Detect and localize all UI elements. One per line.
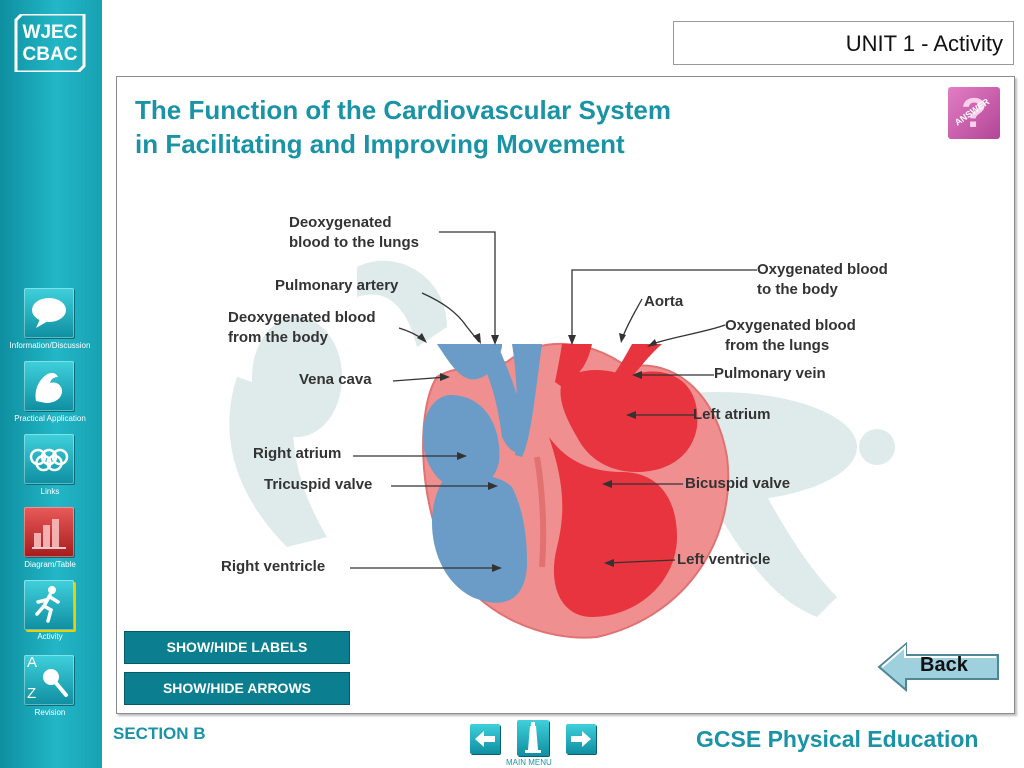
title-line1: The Function of the Cardiovascular Syste… xyxy=(135,95,671,125)
nav-label-links: Links xyxy=(40,487,60,496)
nav-diagram-table[interactable] xyxy=(24,507,74,557)
label-line: blood to the lungs xyxy=(289,234,419,251)
logo-line2: CBAC xyxy=(22,44,78,65)
septum xyxy=(534,456,547,568)
answer-button[interactable]: ? ANSWER xyxy=(948,87,1000,139)
label-line: Oxygenated blood xyxy=(757,261,888,278)
oxygenated-chambers xyxy=(549,344,698,617)
label-vena-cava: Vena cava xyxy=(299,371,372,388)
nav-label-information: Information/Discussion xyxy=(9,341,91,350)
nav-label-activity: Activity xyxy=(37,632,63,641)
label-left-ventricle: Left ventricle xyxy=(677,551,771,568)
label-pulmonary-vein: Pulmonary vein xyxy=(714,365,826,382)
az-magnifier-icon xyxy=(43,669,68,697)
label-right-ventricle: Right ventricle xyxy=(221,558,326,575)
nav-label-revision: Revision xyxy=(34,708,66,717)
question-mark-icon: ? xyxy=(961,89,987,136)
label-tricuspid-valve: Tricuspid valve xyxy=(264,476,373,493)
label-line: from the lungs xyxy=(725,337,830,354)
sidebar: WJEC CBAC Information/Discussion Practic… xyxy=(0,0,102,768)
revision-letter-a: A xyxy=(27,654,38,671)
show-hide-labels-button[interactable]: SHOW/HIDE LABELS xyxy=(124,631,350,664)
label-line: Oxygenated blood xyxy=(725,317,856,334)
label-aorta: Aorta xyxy=(644,293,684,310)
label-line: from the body xyxy=(228,329,328,346)
show-hide-arrows-button[interactable]: SHOW/HIDE ARROWS xyxy=(124,672,350,705)
title-line2: in Facilitating and Improving Movement xyxy=(135,129,625,159)
label-line: Deoxygenated xyxy=(289,214,392,231)
main-menu-label: MAIN MENU xyxy=(506,758,552,767)
label-bicuspid-valve: Bicuspid valve xyxy=(685,475,791,492)
section-label: SECTION B xyxy=(113,724,206,743)
next-button[interactable] xyxy=(566,724,596,754)
label-right-atrium: Right atrium xyxy=(253,445,342,462)
wjec-cbac-logo: WJEC CBAC xyxy=(14,12,86,74)
runner-icon xyxy=(35,586,60,623)
label-line: to the body xyxy=(757,281,838,298)
back-arrow-icon xyxy=(877,641,999,693)
nav-activity[interactable] xyxy=(24,580,74,630)
label-deoxygenated-blood-from-body: Deoxygenated blood from the body xyxy=(228,308,376,348)
main-panel xyxy=(116,76,1015,714)
previous-button[interactable] xyxy=(470,724,500,754)
nav-links[interactable] xyxy=(24,434,74,484)
label-oxygenated-blood-from-lungs: Oxygenated blood from the lungs xyxy=(725,316,856,356)
speech-bubble-icon xyxy=(32,298,66,328)
deoxygenated-chambers xyxy=(417,344,542,603)
nav-information-discussion[interactable] xyxy=(24,288,74,338)
heart-diagram xyxy=(229,231,895,639)
course-title: GCSE Physical Education xyxy=(696,726,979,752)
back-button[interactable]: Back xyxy=(876,641,1002,693)
label-pointer-lines xyxy=(350,231,757,569)
label-left-atrium: Left atrium xyxy=(693,406,771,423)
lighthouse-icon xyxy=(525,722,541,753)
label-pulmonary-artery: Pulmonary artery xyxy=(275,277,399,294)
label-deoxygenated-blood-to-lungs: Deoxygenated blood to the lungs xyxy=(289,213,419,253)
nav-revision[interactable]: A Z xyxy=(24,654,74,705)
main-menu-button[interactable] xyxy=(517,720,549,756)
back-label: Back xyxy=(920,654,968,676)
arrow-right-icon xyxy=(571,731,591,747)
unit-label: UNIT 1 - Activity xyxy=(845,31,1003,56)
nav-label-diagram: Diagram/Table xyxy=(24,560,76,569)
label-arrowheads xyxy=(417,333,657,572)
label-oxygenated-blood-to-body: Oxygenated blood to the body xyxy=(757,260,888,300)
nav-practical-application[interactable] xyxy=(24,361,74,411)
logo-line1: WJEC xyxy=(22,22,78,43)
unit-label-box: UNIT 1 - Activity xyxy=(673,21,1014,65)
revision-letter-z: Z xyxy=(27,685,37,702)
bar-chart-icon xyxy=(32,519,66,549)
label-line: Deoxygenated blood xyxy=(228,309,376,326)
nav-label-practical: Practical Application xyxy=(14,414,86,423)
arrow-left-icon xyxy=(475,731,495,747)
olympic-rings-icon xyxy=(29,448,69,472)
flexed-arm-icon xyxy=(35,372,62,403)
page-title: The Function of the Cardiovascular Syste… xyxy=(135,93,671,161)
